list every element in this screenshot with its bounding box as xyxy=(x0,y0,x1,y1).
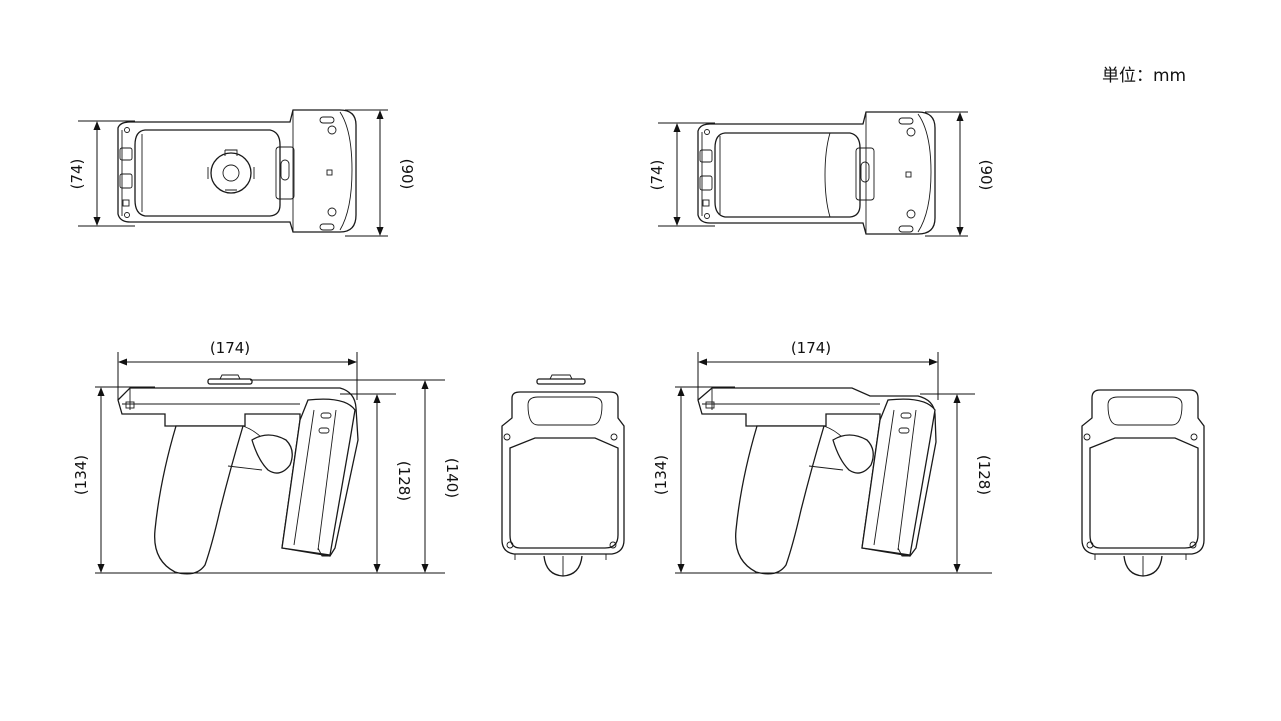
dim-side-right-height-a: (134) xyxy=(652,455,670,495)
dim-side-left-height-a: (134) xyxy=(72,455,90,495)
dim-top-right-width: (90) xyxy=(977,160,995,191)
dim-side-right-length: (174) xyxy=(791,339,831,357)
front-view-with-mount xyxy=(501,374,625,577)
dim-top-right-depth: (74) xyxy=(648,160,666,191)
top-view xyxy=(697,111,936,235)
dim-side-left-height-c: (140) xyxy=(443,458,461,498)
dim-side-right-height-b: (128) xyxy=(975,455,993,495)
dim-side-left-height-b: (128) xyxy=(395,461,413,501)
dim-top-left-depth: (74) xyxy=(68,159,86,190)
top-view-with-mount xyxy=(117,109,357,233)
dim-top-left-width: (90) xyxy=(398,159,416,190)
dimension-labels: (74) (90) (74) (90) (174) (134) (128) (1… xyxy=(68,159,995,502)
front-view xyxy=(1081,389,1205,577)
dimension-lines xyxy=(78,109,992,574)
unit-label: 単位：mm xyxy=(1102,66,1187,86)
dim-side-left-length: (174) xyxy=(210,339,250,357)
side-view-with-mount xyxy=(117,374,359,575)
side-view xyxy=(697,387,937,575)
